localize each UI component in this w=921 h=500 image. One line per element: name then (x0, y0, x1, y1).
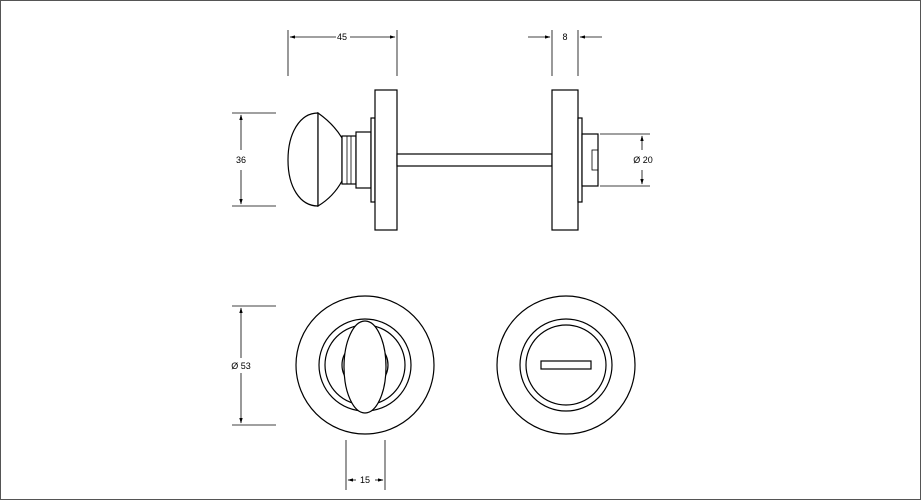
dimension-15: 15 (345, 440, 386, 490)
front-view-turn (295, 295, 435, 435)
rose-outer-right (496, 295, 636, 435)
dimension-45: 45 (287, 30, 398, 76)
release-slot (540, 360, 592, 370)
dim-15-label: 15 (360, 475, 370, 485)
rose-left (374, 89, 398, 231)
dimension-8: 8 (528, 30, 602, 76)
dimension-36: 36 (232, 112, 276, 207)
thumb-turn (343, 320, 387, 414)
rose-outer-left (295, 295, 435, 435)
dim-36-label: 36 (236, 155, 246, 165)
front-view-release (496, 295, 636, 435)
dimension-dia-53: Ø 53 (231, 305, 276, 426)
knob-dome (287, 112, 319, 207)
spindle (396, 153, 553, 167)
dim-8-label: 8 (562, 32, 567, 42)
dimension-dia-20: Ø 20 (600, 133, 653, 187)
dim-45-label: 45 (337, 32, 347, 42)
side-view (287, 89, 599, 231)
collar (341, 135, 357, 185)
knob-neck (317, 111, 343, 208)
rose-right (551, 89, 579, 231)
turn-plug (581, 133, 599, 187)
dim-dia-20-label: Ø 20 (633, 155, 653, 165)
bush-left (355, 131, 372, 189)
dim-dia-53-label: Ø 53 (231, 361, 251, 371)
